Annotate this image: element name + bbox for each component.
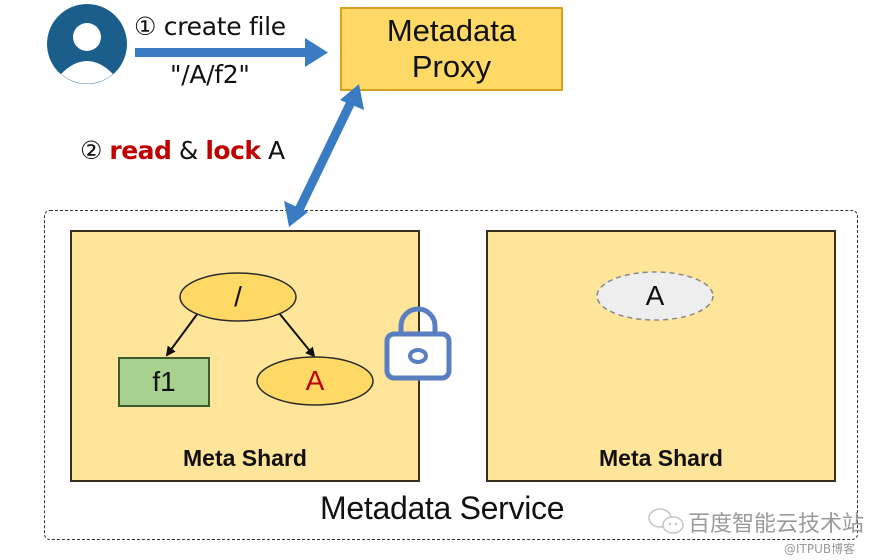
watermark-subtext: @ITPUB博客 [784,542,856,556]
file-f1-label: f1 [152,366,176,397]
watermark-text: 百度智能云技术站 [688,512,865,537]
read-lock-double-arrow [284,84,364,227]
step2-ampersand: & [178,136,199,165]
edge-root-to-a [278,312,316,358]
meta-shard-left: Meta Shard [70,230,420,482]
tree-edges [165,312,316,358]
file-path-label: "/A/f2" [170,60,250,89]
step2-label: ② read & lock A [80,136,285,165]
meta-shard-right-label: Meta Shard [599,445,723,471]
lock-icon [384,306,452,381]
step1-number: ① [134,12,157,41]
step2-lock-word: lock [205,136,261,165]
ghost-a-node-label: A [645,280,665,311]
step2-number: ② [80,136,102,165]
edge-root-to-f1 [165,312,199,357]
step1-label: ① create file [134,12,286,41]
metadata-service-container [44,210,858,540]
metadata-proxy-label-line2: Proxy [411,49,492,84]
step1-text: create file [163,12,286,41]
ghost-a-node-ellipse [596,271,714,321]
step2-read-word: read [109,136,172,165]
meta-shard-left-label: Meta Shard [183,445,307,471]
root-node-ellipse [179,272,297,322]
file-f1-node: f1 [118,357,210,407]
dir-a-node-label: A [305,365,325,396]
metadata-service-label: Metadata Service [320,490,565,526]
wechat-watermark-icon [648,508,684,534]
root-node-label: / [234,281,242,312]
a-node-ellipse [256,356,374,406]
create-file-arrow [135,38,328,67]
user-avatar-icon [47,4,127,84]
step2-target: A [268,136,285,165]
metadata-proxy-box: Metadata Proxy [340,7,563,91]
metadata-proxy-label-line1: Metadata [386,13,517,48]
